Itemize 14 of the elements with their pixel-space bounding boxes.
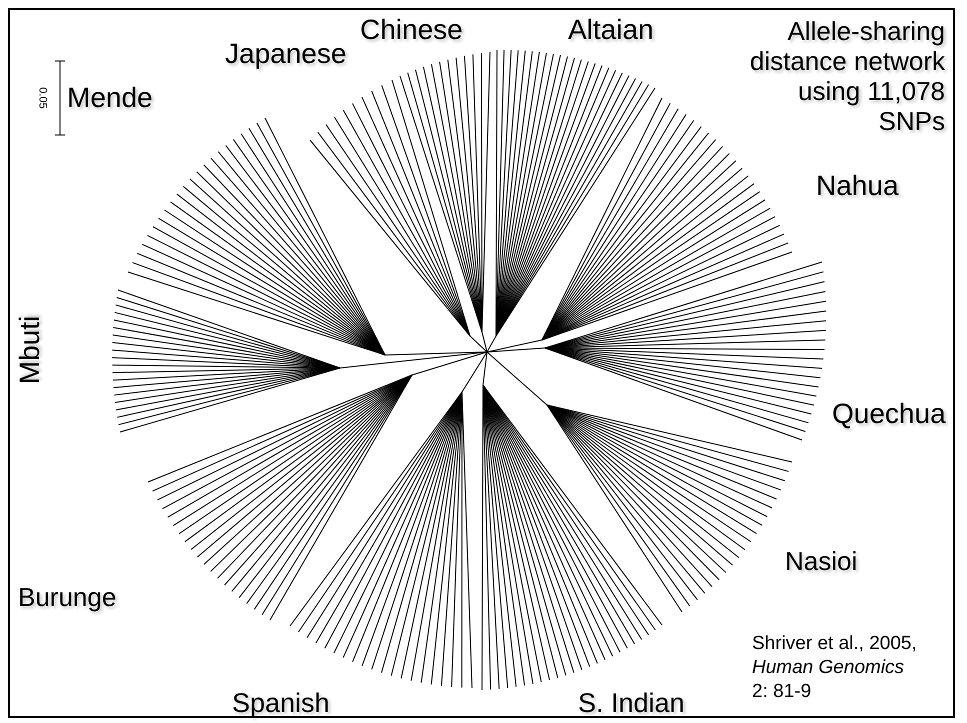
citation: Shriver et al., 2005, Human Genomics 2: 81-9 (752, 632, 918, 704)
group-label: Quechua (832, 400, 946, 428)
group-label: Burunge (18, 584, 116, 610)
scale-label: 0.05 (36, 87, 48, 109)
group-label: Nahua (816, 172, 899, 200)
group-label: S. Indian (578, 690, 685, 717)
group-label: Altaian (568, 16, 654, 44)
group-label: Nasioi (785, 548, 858, 574)
group-label: Chinese (360, 16, 463, 44)
group-label: Japanese (225, 40, 346, 68)
group-label: Mende (67, 84, 153, 112)
group-label: Mbuti (16, 316, 44, 384)
group-label: Spanish (232, 690, 330, 717)
title: Allele-sharing distance network using 11,078 SNPs (748, 16, 945, 136)
